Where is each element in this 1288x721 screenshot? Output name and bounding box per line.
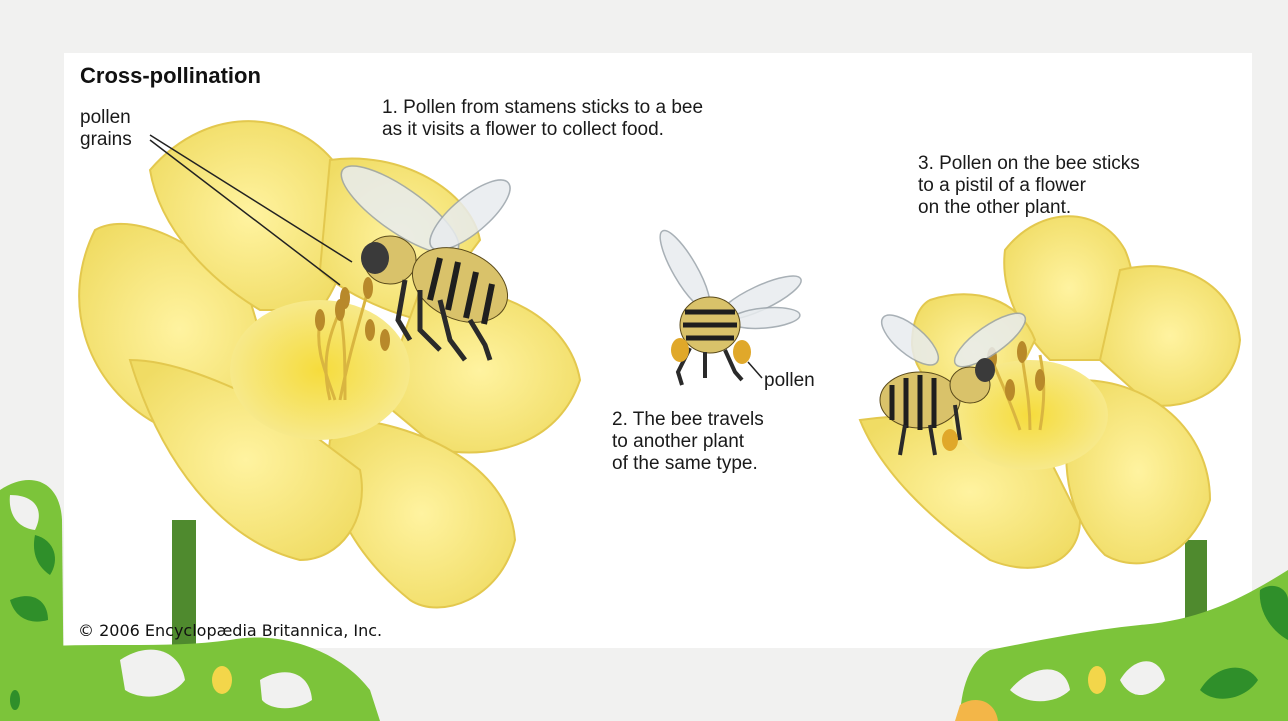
diagram-title: Cross-pollination — [80, 63, 261, 89]
copyright-notice: © 2006 Encyclopædia Britannica, Inc. — [78, 622, 382, 641]
step-3-caption: 3. Pollen on the bee sticks to a pistil … — [918, 153, 1140, 220]
flower-right — [860, 216, 1240, 650]
pollen-pointer — [748, 362, 762, 378]
step-1-caption: 1. Pollen from stamens sticks to a bee a… — [382, 97, 703, 141]
bee-flying — [652, 225, 806, 385]
label-pollen-grains: pollen grains — [80, 107, 132, 151]
label-pollen: pollen — [764, 370, 815, 392]
step-2-caption: 2. The bee travels to another plant of t… — [612, 409, 764, 476]
